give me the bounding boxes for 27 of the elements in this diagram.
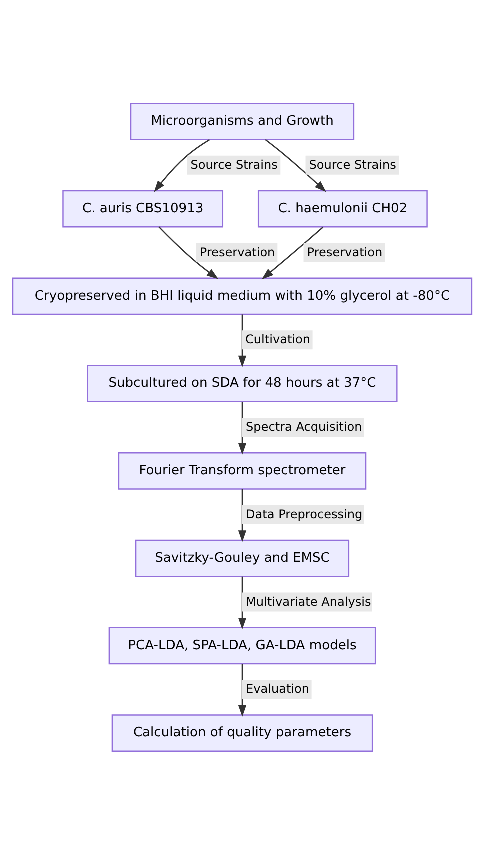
arrow [238, 314, 246, 368]
arrow [238, 576, 246, 630]
node-box: C. haemulonii CH02 [257, 190, 428, 228]
node-box: Microorganisms and Growth [130, 103, 354, 140]
arrow [264, 139, 326, 192]
node-box: Cryopreserved in BHI liquid medium with 10% glycerol at -80°C [12, 278, 472, 316]
arrow [261, 226, 324, 280]
node-box: Calculation of quality parameters [111, 714, 373, 752]
edge-label: Spectra Acquisition [246, 420, 362, 434]
edge-label: Cultivation [245, 332, 310, 347]
arrow [158, 226, 218, 280]
edge-label: Preservation [306, 245, 382, 260]
edge-label: Evaluation [246, 682, 310, 696]
arrow [238, 489, 246, 542]
node-box: PCA-LDA, SPA-LDA, GA-LDA models [108, 627, 376, 665]
arrow [238, 402, 246, 455]
arrow [154, 139, 210, 192]
node-box: C. auris CBS10913 [62, 190, 224, 228]
edge-label: Source Strains [308, 158, 396, 172]
edge-label: Data Preprocessing [246, 507, 362, 522]
node-box: Savitzky-Gouley and EMSC [134, 540, 350, 578]
edge-label: Multivariate Analysis [246, 594, 371, 609]
node-box: Fourier Transform spectrometer [118, 452, 366, 490]
node-box: Subcultured on SDA for 48 hours at 37°C [86, 365, 398, 402]
edge-label: Source Strains [190, 158, 278, 172]
arrow [238, 664, 246, 718]
edge-label: Preservation [199, 245, 275, 260]
